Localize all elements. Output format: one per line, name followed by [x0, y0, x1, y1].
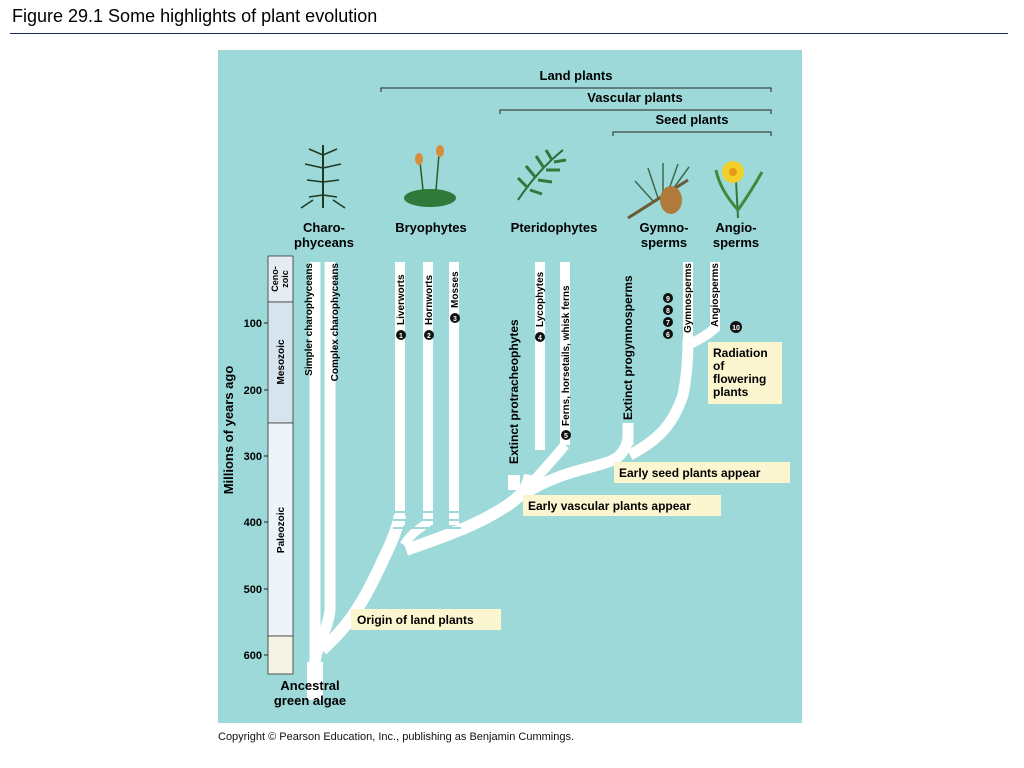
bryophyte-illustration [404, 145, 456, 207]
branch-angiosperms [685, 262, 720, 350]
marker-7-text: 7 [666, 320, 670, 327]
marker-10-text: 10 [732, 325, 740, 332]
lineage-gymnosperms: Gymnosperms [683, 263, 694, 333]
root-label-1: Ancestral [280, 678, 339, 693]
marker-5 [561, 430, 571, 440]
tick-100: 100 [244, 318, 262, 330]
root-label-2: green algae [274, 693, 346, 708]
marker-1 [396, 330, 406, 340]
era-mesozoic-label: Mesozoic [276, 339, 287, 384]
vascular-plants-bracket: Vascular plants [499, 90, 772, 114]
era-mesozoic [267, 301, 294, 424]
angiosperm-illustration [714, 161, 764, 219]
era-paleozoic-label: Paleozoic [276, 507, 287, 554]
group-label-charophyceans-1: Charo- [303, 220, 345, 235]
figure-title: Figure 29.1 Some highlights of plant evo… [12, 6, 378, 26]
branch-vascular [403, 473, 536, 556]
lineage-lycophytes: Lycophytes [535, 271, 546, 327]
lineage-complex-charophyceans: Complex charophyceans [330, 263, 341, 382]
marker-10 [730, 321, 742, 333]
lineage-angiosperms: Angiosperms [710, 263, 721, 327]
pteridophyte-illustration [516, 149, 567, 201]
group-label-charophyceans-2: phyceans [294, 235, 354, 250]
charophycean-illustration [300, 145, 346, 209]
era-cenozoic-label-2: zoic [280, 270, 290, 288]
event-early-vascular-plants: Early vascular plants appear [523, 495, 721, 516]
seed-plants-bracket: Seed plants [612, 112, 772, 136]
branch-bryo-link [400, 516, 434, 548]
event-flowering-line-2: of [713, 359, 725, 373]
event-flowering-line-1: Radiation [713, 346, 768, 360]
lineage-hornworts: Hornworts [424, 275, 435, 325]
era-cenozoic [267, 255, 294, 303]
tick-400: 400 [244, 517, 262, 529]
marker-6-text: 6 [666, 332, 670, 339]
group-label-gymnosperms-2: sperms [641, 235, 687, 250]
branch-complex-charophyceans [309, 262, 336, 663]
vascular-plants-label: Vascular plants [587, 90, 682, 105]
era-precambrian [267, 635, 294, 675]
land-plants-label: Land plants [540, 68, 613, 83]
branch-fern-link [529, 441, 569, 486]
era-column: Ceno- zoic Mesozoic Paleozoic [267, 255, 294, 675]
marker-4-text: 4 [538, 335, 542, 342]
event-flowering-line-4: plants [713, 385, 749, 399]
time-axis: 100 200 300 400 500 600 Millions of year… [221, 318, 268, 662]
lineage-progymnosperms: Extinct progymnosperms [621, 275, 635, 420]
tick-300: 300 [244, 451, 262, 463]
marker-9-text: 9 [666, 296, 670, 303]
branch-seed-plants [514, 434, 634, 503]
group-label-angiosperms-2: sperms [713, 235, 759, 250]
marker-4 [535, 332, 545, 342]
tick-600: 600 [244, 650, 262, 662]
seed-plants-label: Seed plants [656, 112, 729, 127]
group-label-angiosperms-1: Angio- [715, 220, 756, 235]
era-cenozoic-label-1: Ceno- [270, 266, 280, 292]
copyright-notice: Copyright © Pearson Education, Inc., pub… [218, 731, 575, 743]
markers-6-9: 6 7 8 9 [663, 293, 673, 339]
event-radiation-flowering: Radiation of flowering plants [708, 342, 782, 404]
event-origin-land-plants: Origin of land plants [351, 609, 501, 630]
tick-500: 500 [244, 584, 262, 596]
marker-8-text: 8 [666, 308, 670, 315]
phylogeny-diagram: Land plants Vascular plants Seed plants … [218, 50, 802, 723]
group-label-bryophytes: Bryophytes [395, 220, 467, 235]
lineage-protracheophytes: Extinct protracheophytes [507, 319, 521, 464]
gymnosperm-illustration [627, 163, 690, 220]
tick-200: 200 [244, 385, 262, 397]
event-land-label: Origin of land plants [357, 613, 474, 627]
axis-label: Millions of years ago [221, 366, 236, 495]
event-vascular-label: Early vascular plants appear [528, 499, 691, 513]
lineage-ferns: Ferns, horsetails, whisk ferns [561, 285, 572, 426]
land-plants-bracket: Land plants [380, 68, 772, 92]
event-seed-label: Early seed plants appear [619, 466, 761, 480]
group-label-gymnosperms-1: Gymno- [639, 220, 688, 235]
event-early-seed-plants: Early seed plants appear [614, 462, 790, 483]
marker-5-text: 5 [564, 433, 568, 440]
marker-3 [450, 313, 460, 323]
lineage-liverworts: Liverworts [396, 274, 407, 325]
marker-2 [424, 330, 434, 340]
marker-1-text: 1 [399, 333, 403, 340]
branch-gymno-angio [627, 339, 694, 460]
era-paleozoic [267, 422, 294, 637]
title-rule [10, 33, 1008, 34]
event-flowering-line-3: flowering [713, 372, 766, 386]
bryophyte-fading-bands [393, 511, 461, 529]
group-label-pteridophytes: Pteridophytes [511, 220, 598, 235]
marker-2-text: 2 [427, 333, 431, 340]
marker-3-text: 3 [453, 316, 457, 323]
lineage-mosses: Mosses [450, 271, 461, 308]
lineage-simpler-charophyceans: Simpler charophyceans [304, 263, 315, 376]
